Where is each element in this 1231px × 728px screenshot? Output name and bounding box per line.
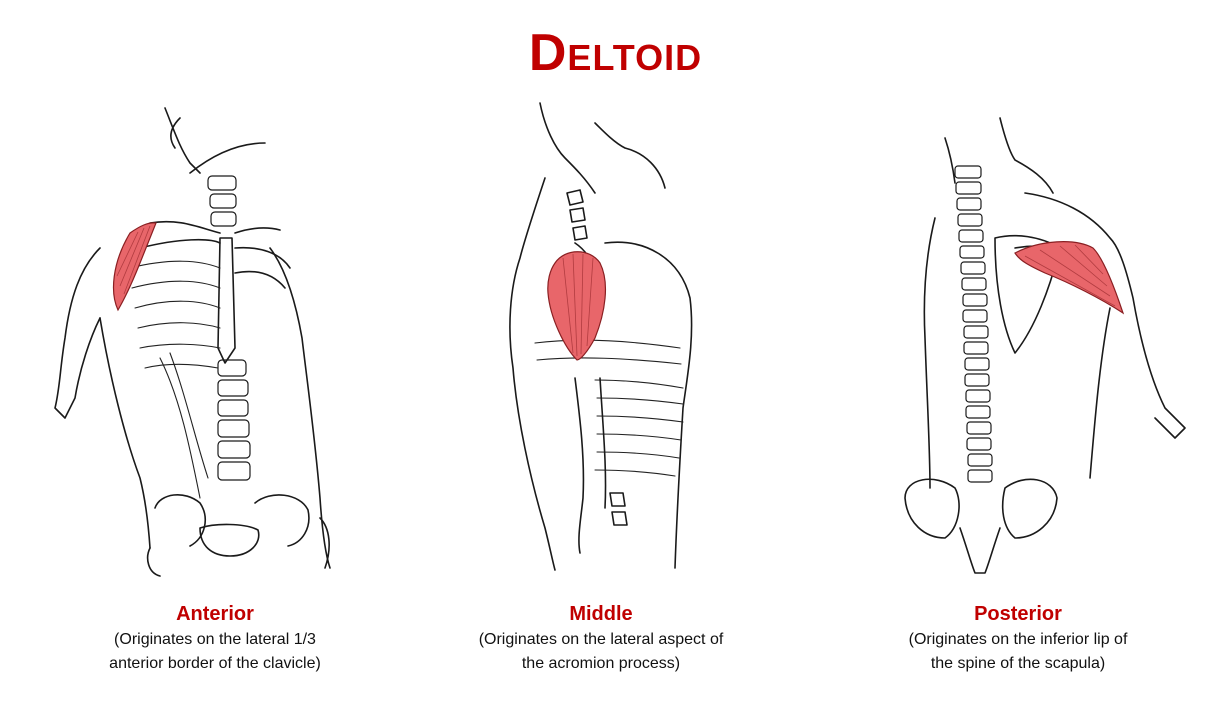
middle-heading: Middle <box>569 603 633 625</box>
pelvis <box>154 494 310 557</box>
arm <box>574 377 607 554</box>
pelvis <box>904 478 1058 574</box>
spine-posterior <box>954 165 993 483</box>
spine-side <box>566 189 628 526</box>
anterior-deltoid-muscle <box>112 222 157 312</box>
posterior-caption: Posterior (Originates on the inferior li… <box>828 600 1208 676</box>
posterior-deltoid-muscle <box>1014 241 1125 315</box>
page-title: Deltoid <box>528 24 703 82</box>
posterior-heading: Posterior <box>974 603 1062 625</box>
anterior-heading: Anterior <box>176 603 254 625</box>
posterior-deltoid-illustration <box>875 98 1195 588</box>
posterior-description-line2: the spine of the scapula) <box>930 655 1106 672</box>
middle-description-line1: (Originates on the lateral aspect of <box>478 631 724 648</box>
clavicle <box>149 220 281 234</box>
anterior-caption: Anterior (Originates on the lateral 1/3 … <box>25 600 405 676</box>
torso-outline <box>54 107 331 577</box>
sternum-and-ribs <box>129 237 291 499</box>
middle-caption: Middle (Originates on the lateral aspect… <box>411 600 791 676</box>
middle-description-line2: the acromion process) <box>521 655 681 672</box>
posterior-description-line1: (Originates on the inferior lip of <box>908 631 1128 648</box>
ribs-side <box>534 339 684 477</box>
middle-deltoid-illustration <box>455 98 775 588</box>
scapula <box>994 234 1061 354</box>
anterior-description-line1: (Originates on the lateral 1/3 <box>114 631 316 648</box>
anterior-deltoid-illustration <box>40 98 360 588</box>
torso-outline <box>509 102 693 571</box>
anterior-description-line2: anterior border of the clavicle) <box>109 655 321 672</box>
middle-deltoid-muscle <box>547 251 606 361</box>
spine <box>207 175 251 481</box>
